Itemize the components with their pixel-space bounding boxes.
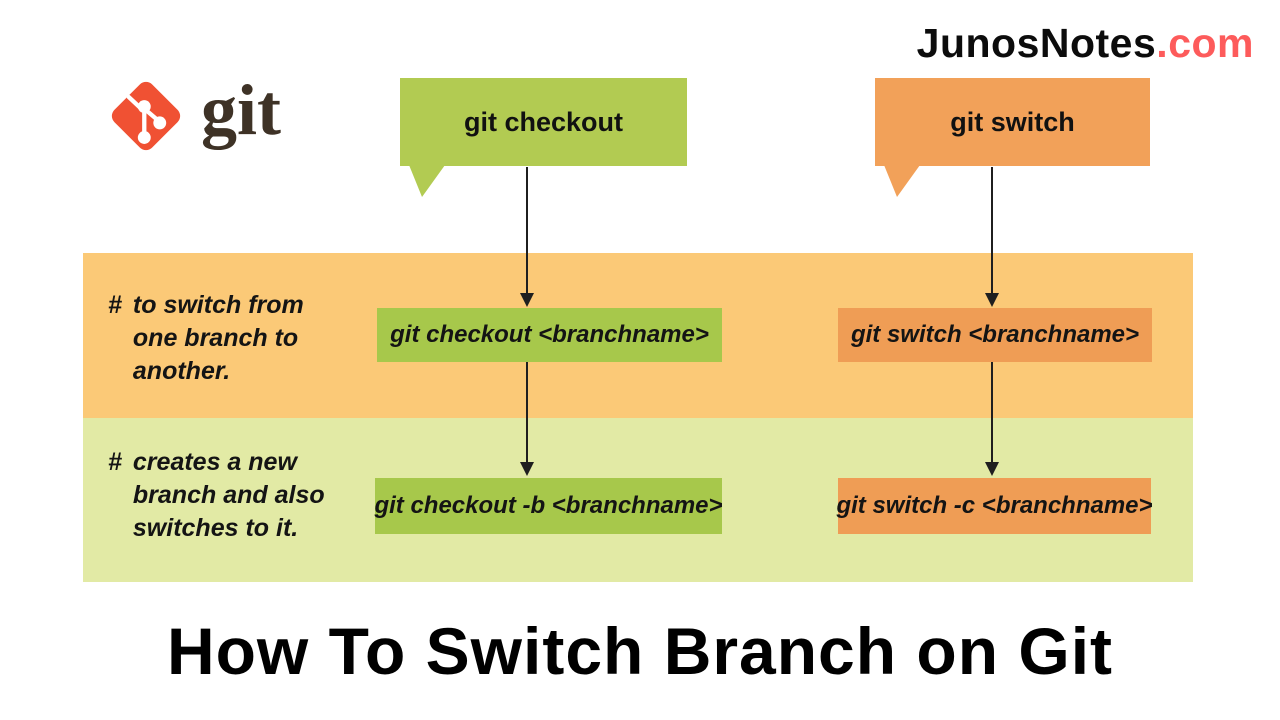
header-bubble-git-switch: git switch [875,78,1150,197]
hash-marker: # [108,448,122,476]
git-logotype: git [201,70,281,150]
page-title: How To Switch Branch on Git [166,614,1114,688]
arrow-checkout-row1 [526,167,528,294]
hash-marker: # [108,291,122,319]
cmd-text: git switch -c <branchname> [836,492,1153,519]
header-bubble-git-checkout: git checkout [400,78,687,197]
brand-name: JunosNotes [916,20,1157,66]
comment-text: to switch from one branch to another. [132,291,304,385]
header-label: git checkout [463,106,624,137]
git-logo: git [103,73,281,159]
cmd-text: git switch <branchname> [850,321,1140,348]
cmd-git-checkout-branchname: git checkout <branchname> [377,308,722,362]
cmd-text: git checkout <branchname> [390,321,709,348]
header-label: git switch [950,106,1075,137]
git-diamond-icon [111,81,181,151]
comment-create-branch: # creates a new branch and also switches… [108,446,356,545]
comment-switch-branch: # to switch from one branch to another. [108,289,346,388]
cmd-git-checkout-b-branchname: git checkout -b <branchname> [374,478,723,534]
arrow-checkout-row2 [526,362,528,463]
brand: JunosNotes.com [917,20,1254,67]
arrow-switch-row1 [991,167,993,294]
brand-tld: .com [1156,20,1254,66]
comment-text: creates a new branch and also switches t… [132,448,325,542]
cmd-git-switch-c-branchname: git switch -c <branchname> [836,478,1153,534]
cmd-text: git checkout -b <branchname> [374,492,723,519]
cmd-git-switch-branchname: git switch <branchname> [838,308,1152,362]
arrow-switch-row2 [991,362,993,463]
